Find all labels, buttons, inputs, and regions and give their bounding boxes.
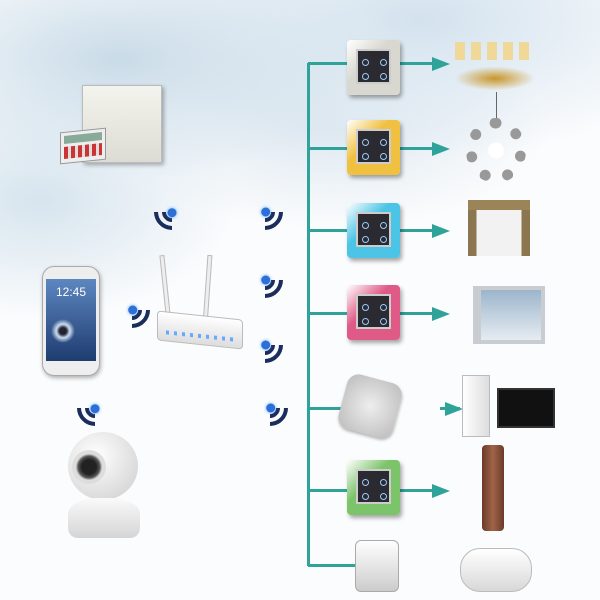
smartphone: 12:45 xyxy=(42,266,100,376)
bus-branch xyxy=(308,229,348,232)
chandelier xyxy=(455,42,535,94)
wifi-signal-icon xyxy=(67,380,124,437)
bus-branch xyxy=(400,229,438,232)
socket xyxy=(355,540,399,592)
smart-plug xyxy=(335,371,405,441)
arrow-icon xyxy=(432,142,450,156)
bus-branch xyxy=(308,312,348,315)
bus-branch xyxy=(308,62,348,65)
curtain xyxy=(468,200,530,256)
touch-switch xyxy=(347,120,400,175)
wifi-signal-icon xyxy=(237,317,294,374)
wifi-signal-icon xyxy=(237,184,294,241)
air-conditioner xyxy=(462,375,490,437)
bus-branch xyxy=(308,407,348,410)
arrow-icon xyxy=(432,224,450,238)
wifi-signal-icon xyxy=(237,252,294,309)
water-heater xyxy=(460,548,532,592)
arrow-icon xyxy=(432,307,450,321)
bus-branch xyxy=(400,62,438,65)
touch-switch xyxy=(347,203,400,258)
phone-clock: 12:45 xyxy=(55,285,87,299)
door-lock xyxy=(482,445,504,531)
bus-branch xyxy=(400,147,438,150)
router xyxy=(155,254,245,350)
bus-branch xyxy=(308,564,358,567)
ip-camera xyxy=(62,432,144,542)
touch-switch xyxy=(347,285,400,340)
arrow-icon xyxy=(445,402,463,416)
bus-branch xyxy=(308,147,348,150)
alarm-keypad xyxy=(60,127,106,165)
window xyxy=(473,286,545,344)
arrow-icon xyxy=(432,57,450,71)
wifi-signal-icon xyxy=(242,380,299,437)
wifi-signal-icon xyxy=(104,282,161,339)
arrow-icon xyxy=(432,484,450,498)
bus-branch xyxy=(400,312,438,315)
touch-switch xyxy=(347,40,400,95)
touch-switch xyxy=(347,460,400,515)
tv xyxy=(497,388,555,428)
bus-branch xyxy=(308,489,348,492)
bus-branch xyxy=(400,489,438,492)
pendant-lamp xyxy=(466,118,526,183)
wifi-signal-icon xyxy=(144,184,201,241)
